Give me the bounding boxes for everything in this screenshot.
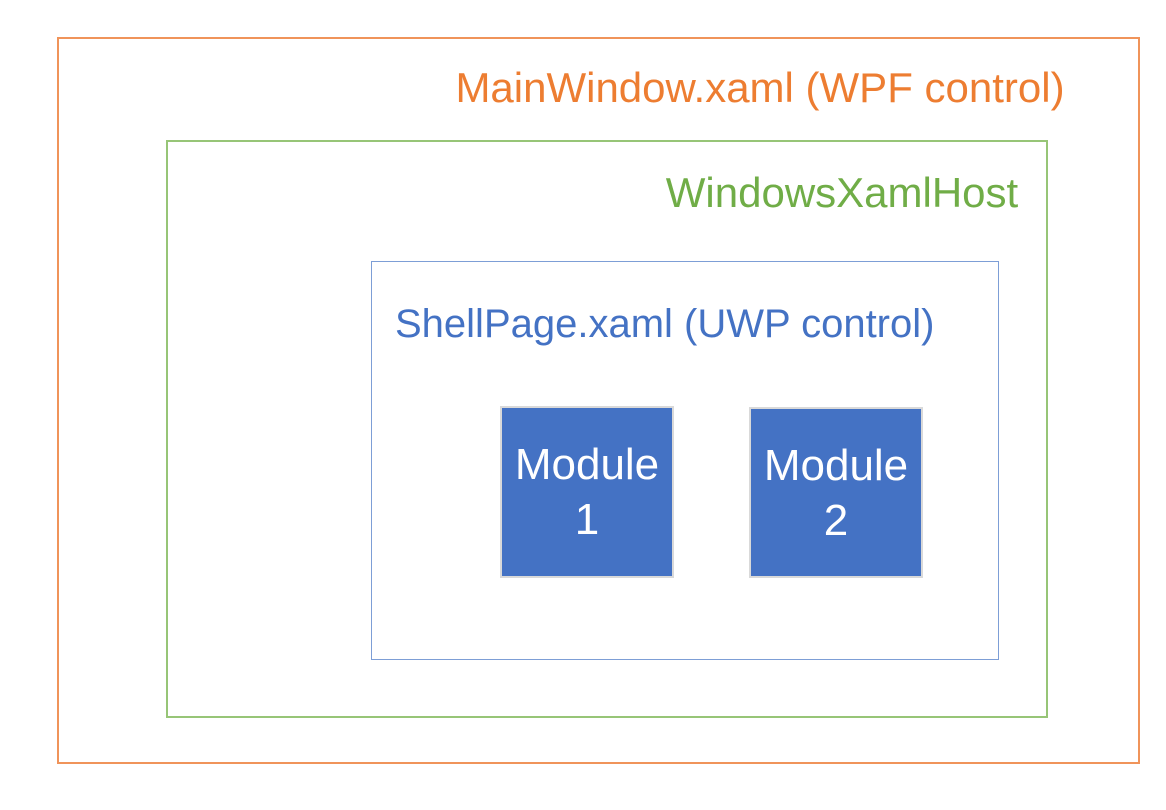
module-2-box: Module 2 [749,407,923,578]
module-2-label: Module 2 [763,440,909,545]
module-1-label: Module 1 [514,440,660,544]
shellpage-uwp-box: ShellPage.xaml (UWP control) Module 1 Mo… [371,261,999,660]
module-1-box: Module 1 [500,406,674,578]
mainwindow-wpf-box: MainWindow.xaml (WPF control) WindowsXam… [57,37,1140,764]
windowsxamlhost-box: WindowsXamlHost ShellPage.xaml (UWP cont… [166,140,1048,718]
windowsxamlhost-label: WindowsXamlHost [665,169,1019,216]
mainwindow-wpf-label: MainWindow.xaml (WPF control) [455,64,1065,111]
shellpage-uwp-label: ShellPage.xaml (UWP control) [395,302,935,346]
